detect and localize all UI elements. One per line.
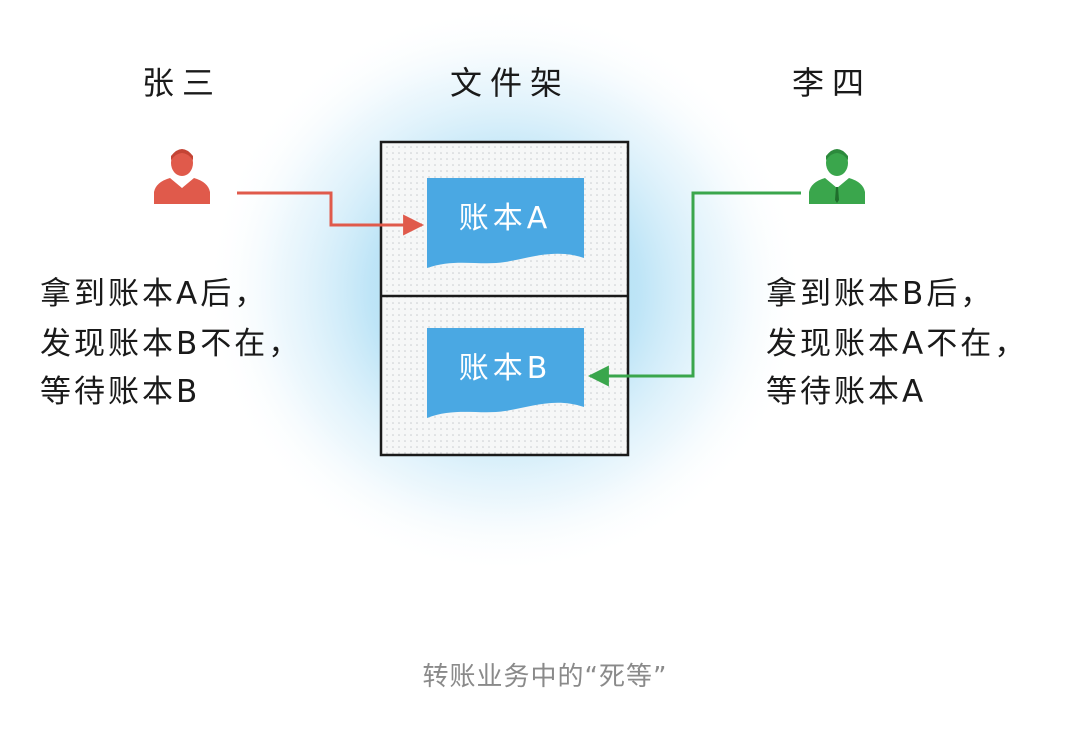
left-note-line-1: 拿到账本A后， xyxy=(40,276,268,312)
right-note-line-3: 等待账本A xyxy=(766,374,926,410)
right-person-name: 李四 xyxy=(792,64,872,102)
shelf-title: 文件架 xyxy=(450,64,570,102)
left-note-line-2: 发现账本B不在， xyxy=(40,326,302,362)
ledger-a-label: 账本A xyxy=(459,201,552,236)
left-note-line-3: 等待账本B xyxy=(40,374,200,410)
right-note-line-2: 发现账本A不在， xyxy=(766,326,1028,362)
left-person-note: 拿到账本A后， 发现账本B不在， 等待账本B xyxy=(40,276,302,410)
ledger-b: 账本B xyxy=(427,328,584,418)
arrow-left-to-ledger-a xyxy=(237,191,425,236)
person-icon-red xyxy=(154,149,210,204)
left-person-name: 张三 xyxy=(142,64,222,102)
person-icon-green xyxy=(809,149,865,204)
ledger-a: 账本A xyxy=(427,178,584,268)
right-note-line-1: 拿到账本B后， xyxy=(766,276,994,312)
right-person-note: 拿到账本B后， 发现账本A不在， 等待账本A xyxy=(766,276,1028,410)
arrow-right-to-ledger-b xyxy=(587,191,801,387)
ledger-b-label: 账本B xyxy=(459,351,552,386)
figure-caption: 转账业务中的“死等” xyxy=(422,662,668,692)
